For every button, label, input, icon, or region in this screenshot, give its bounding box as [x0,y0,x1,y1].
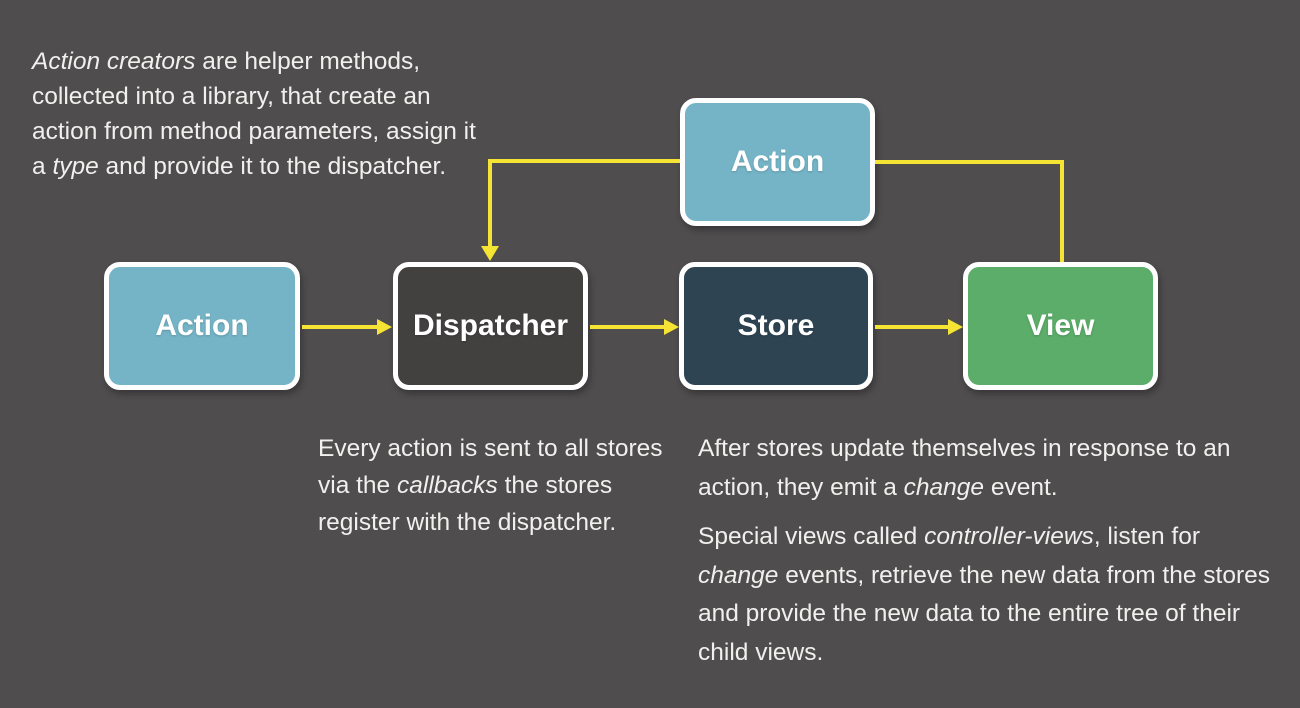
wire-view-to-action-vertical [1060,160,1064,262]
arrow-action-to-dispatcher-line [302,325,378,329]
node-action-label: Action [155,309,249,342]
arrow-action-to-dispatcher-head-icon [377,319,392,335]
node-action: Action [104,262,300,390]
note-controller-views: Special views called controller-views, l… [698,523,1270,666]
note-dispatcher-callbacks: Every action is sent to all stores via t… [318,435,663,536]
node-view-label: View [1026,309,1095,342]
node-dispatcher: Dispatcher [393,262,588,390]
arrow-dispatcher-to-store-head-icon [664,319,679,335]
wire-action-to-dispatcher-vertical [488,159,492,247]
note-action-creators: Action creators are helper methods, coll… [32,48,476,180]
node-action-top: Action [680,98,875,226]
node-view: View [963,262,1158,390]
node-store: Store [679,262,873,390]
note-store-view: After stores update themselves in respon… [698,430,1276,683]
wire-action-to-dispatcher-horizontal [488,159,680,163]
note-store-change-event: After stores update themselves in respon… [698,435,1231,501]
arrow-store-to-view-line [875,325,949,329]
node-store-label: Store [737,309,815,342]
arrow-action-to-dispatcher-down-head-icon [481,246,499,261]
wire-view-to-action-horizontal [875,160,1064,164]
arrow-dispatcher-to-store-line [590,325,665,329]
arrow-store-to-view-head-icon [948,319,963,335]
node-dispatcher-label: Dispatcher [412,309,569,342]
node-action-top-label: Action [730,145,825,178]
